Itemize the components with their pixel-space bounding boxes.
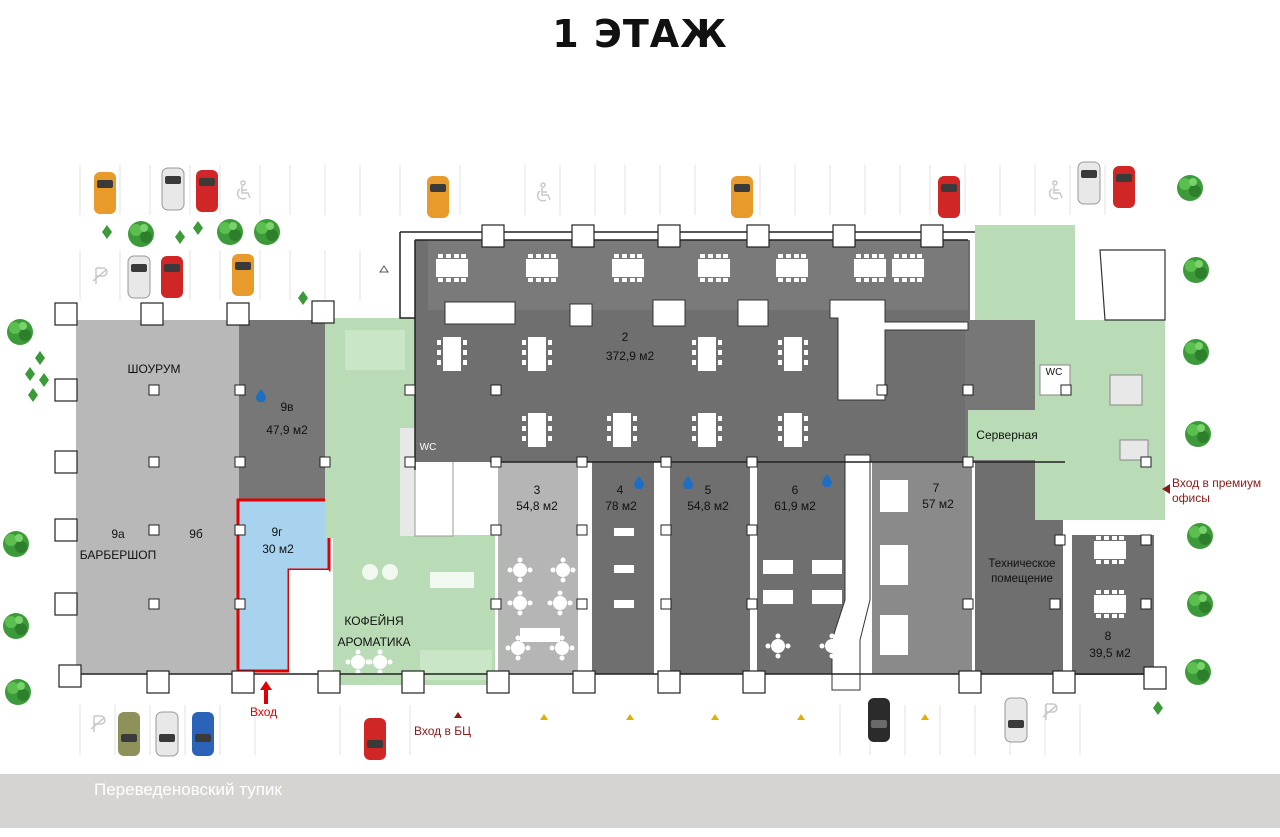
accessible-parking-icon	[236, 180, 251, 200]
label-tech-2: помещение	[991, 573, 1053, 585]
room-2-furniture	[436, 254, 969, 447]
label-9b-num: 9б	[189, 527, 203, 541]
room-4-furniture	[614, 528, 634, 608]
label-7-area: 57 м2	[922, 497, 954, 511]
water-drop-icon	[822, 474, 832, 487]
room-lobby-premium	[1035, 320, 1165, 520]
no-parking-icon	[90, 715, 106, 733]
floor-title: 1 ЭТАЖ	[552, 12, 728, 56]
entrance-arrow-icon	[260, 265, 1170, 720]
parking-lines-top	[79, 165, 1106, 300]
label-server: Серверная	[976, 428, 1038, 442]
label-entrance-premium: Вход в премиум офисы	[1172, 476, 1262, 505]
label-9a-num: 9а	[111, 527, 125, 541]
label-cafe-1: КОФЕЙНЯ	[344, 614, 404, 628]
room-7-furniture	[880, 480, 908, 655]
label-6-num: 6	[791, 483, 799, 497]
street-bar: Переведеновский тупик	[0, 774, 1280, 828]
room-6-furniture	[763, 560, 845, 659]
room-9v[interactable]	[239, 320, 325, 502]
room-9a[interactable]	[76, 462, 155, 674]
room-3-furniture	[505, 557, 576, 661]
label-wc-2: WC	[1045, 367, 1063, 378]
label-8-area: 39,5 м2	[1089, 646, 1131, 660]
room-9b[interactable]	[155, 462, 240, 674]
water-drop-icon	[634, 476, 644, 489]
label-cafe-2: АРОМАТИКА	[337, 635, 411, 649]
water-drop-icon	[683, 476, 693, 489]
room-server[interactable]	[968, 410, 1036, 460]
label-5-area: 54,8 м2	[687, 499, 729, 513]
label-tech-1: Техническое	[988, 558, 1056, 570]
no-parking-icon	[92, 267, 108, 285]
label-6-area: 61,9 м2	[774, 499, 816, 513]
label-5-num: 5	[704, 483, 712, 497]
label-entrance-bc: Вход в БЦ	[414, 724, 471, 738]
accessible-parking-icon	[1048, 180, 1063, 200]
street-name: Переведеновский тупик	[94, 780, 282, 799]
label-showroom: ШОУРУМ	[127, 362, 181, 376]
water-drop-icon	[256, 389, 266, 402]
label-9g-area: 30 м2	[262, 542, 294, 556]
accessible-parking-icon	[536, 182, 551, 202]
label-4-area: 78 м2	[605, 499, 637, 513]
label-3-area: 54,8 м2	[516, 499, 558, 513]
label-2-area: 372,9 м2	[605, 349, 655, 363]
label-9v-num: 9в	[280, 400, 294, 414]
label-7-num: 7	[932, 481, 940, 495]
label-4-num: 4	[616, 483, 624, 497]
label-entrance-main: Вход	[250, 705, 278, 719]
label-9g-num: 9г	[271, 525, 283, 539]
label-9v-area: 47,9 м2	[266, 423, 308, 437]
car-icon	[94, 161, 1135, 760]
label-2-num: 2	[621, 330, 629, 344]
label-9a-name: БАРБЕРШОП	[79, 548, 157, 562]
label-3-num: 3	[533, 483, 541, 497]
label-wc-1: WC	[416, 440, 440, 455]
label-8-num: 8	[1104, 629, 1112, 643]
room-5[interactable]	[670, 462, 750, 674]
parking-lines-bottom	[79, 705, 1081, 755]
